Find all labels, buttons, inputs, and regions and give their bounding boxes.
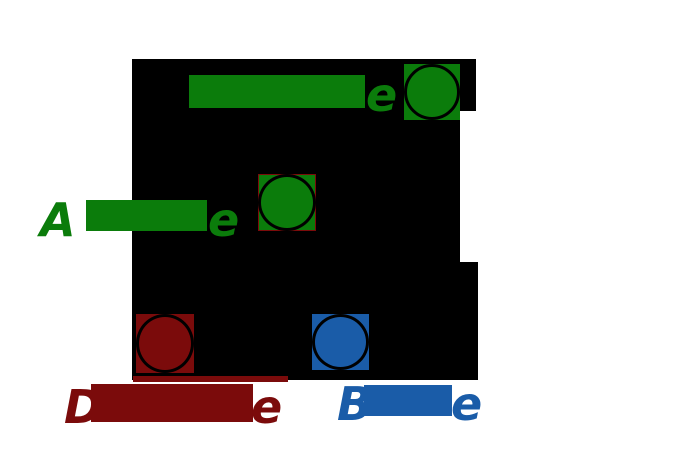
black-panel-tab-top [460,59,476,111]
node-middle[interactable] [258,174,316,231]
node-circle-icon [404,64,460,120]
node-bottom-left[interactable] [136,314,194,373]
node-top-right[interactable] [404,64,460,120]
label-bottom-left-suffix: e [251,380,283,434]
node-bottom-center[interactable] [312,314,369,370]
black-panel-tab-bottom [460,262,478,380]
label-top-redaction-blob [189,75,365,108]
label-left-suffix: e [208,193,240,247]
label-bottom-center-suffix: e [451,377,483,431]
node-circle-icon [258,174,316,231]
label-bottom-left-redaction-strip [133,376,288,382]
label-top-suffix: e [366,68,398,122]
node-circle-icon [312,314,369,370]
label-left-redaction-blob [86,200,207,231]
label-bottom-center-redaction-blob [364,385,452,416]
label-bottom-left-redaction-blob [91,384,253,422]
label-left-prefix: A [40,193,76,247]
node-circle-icon [136,314,194,373]
